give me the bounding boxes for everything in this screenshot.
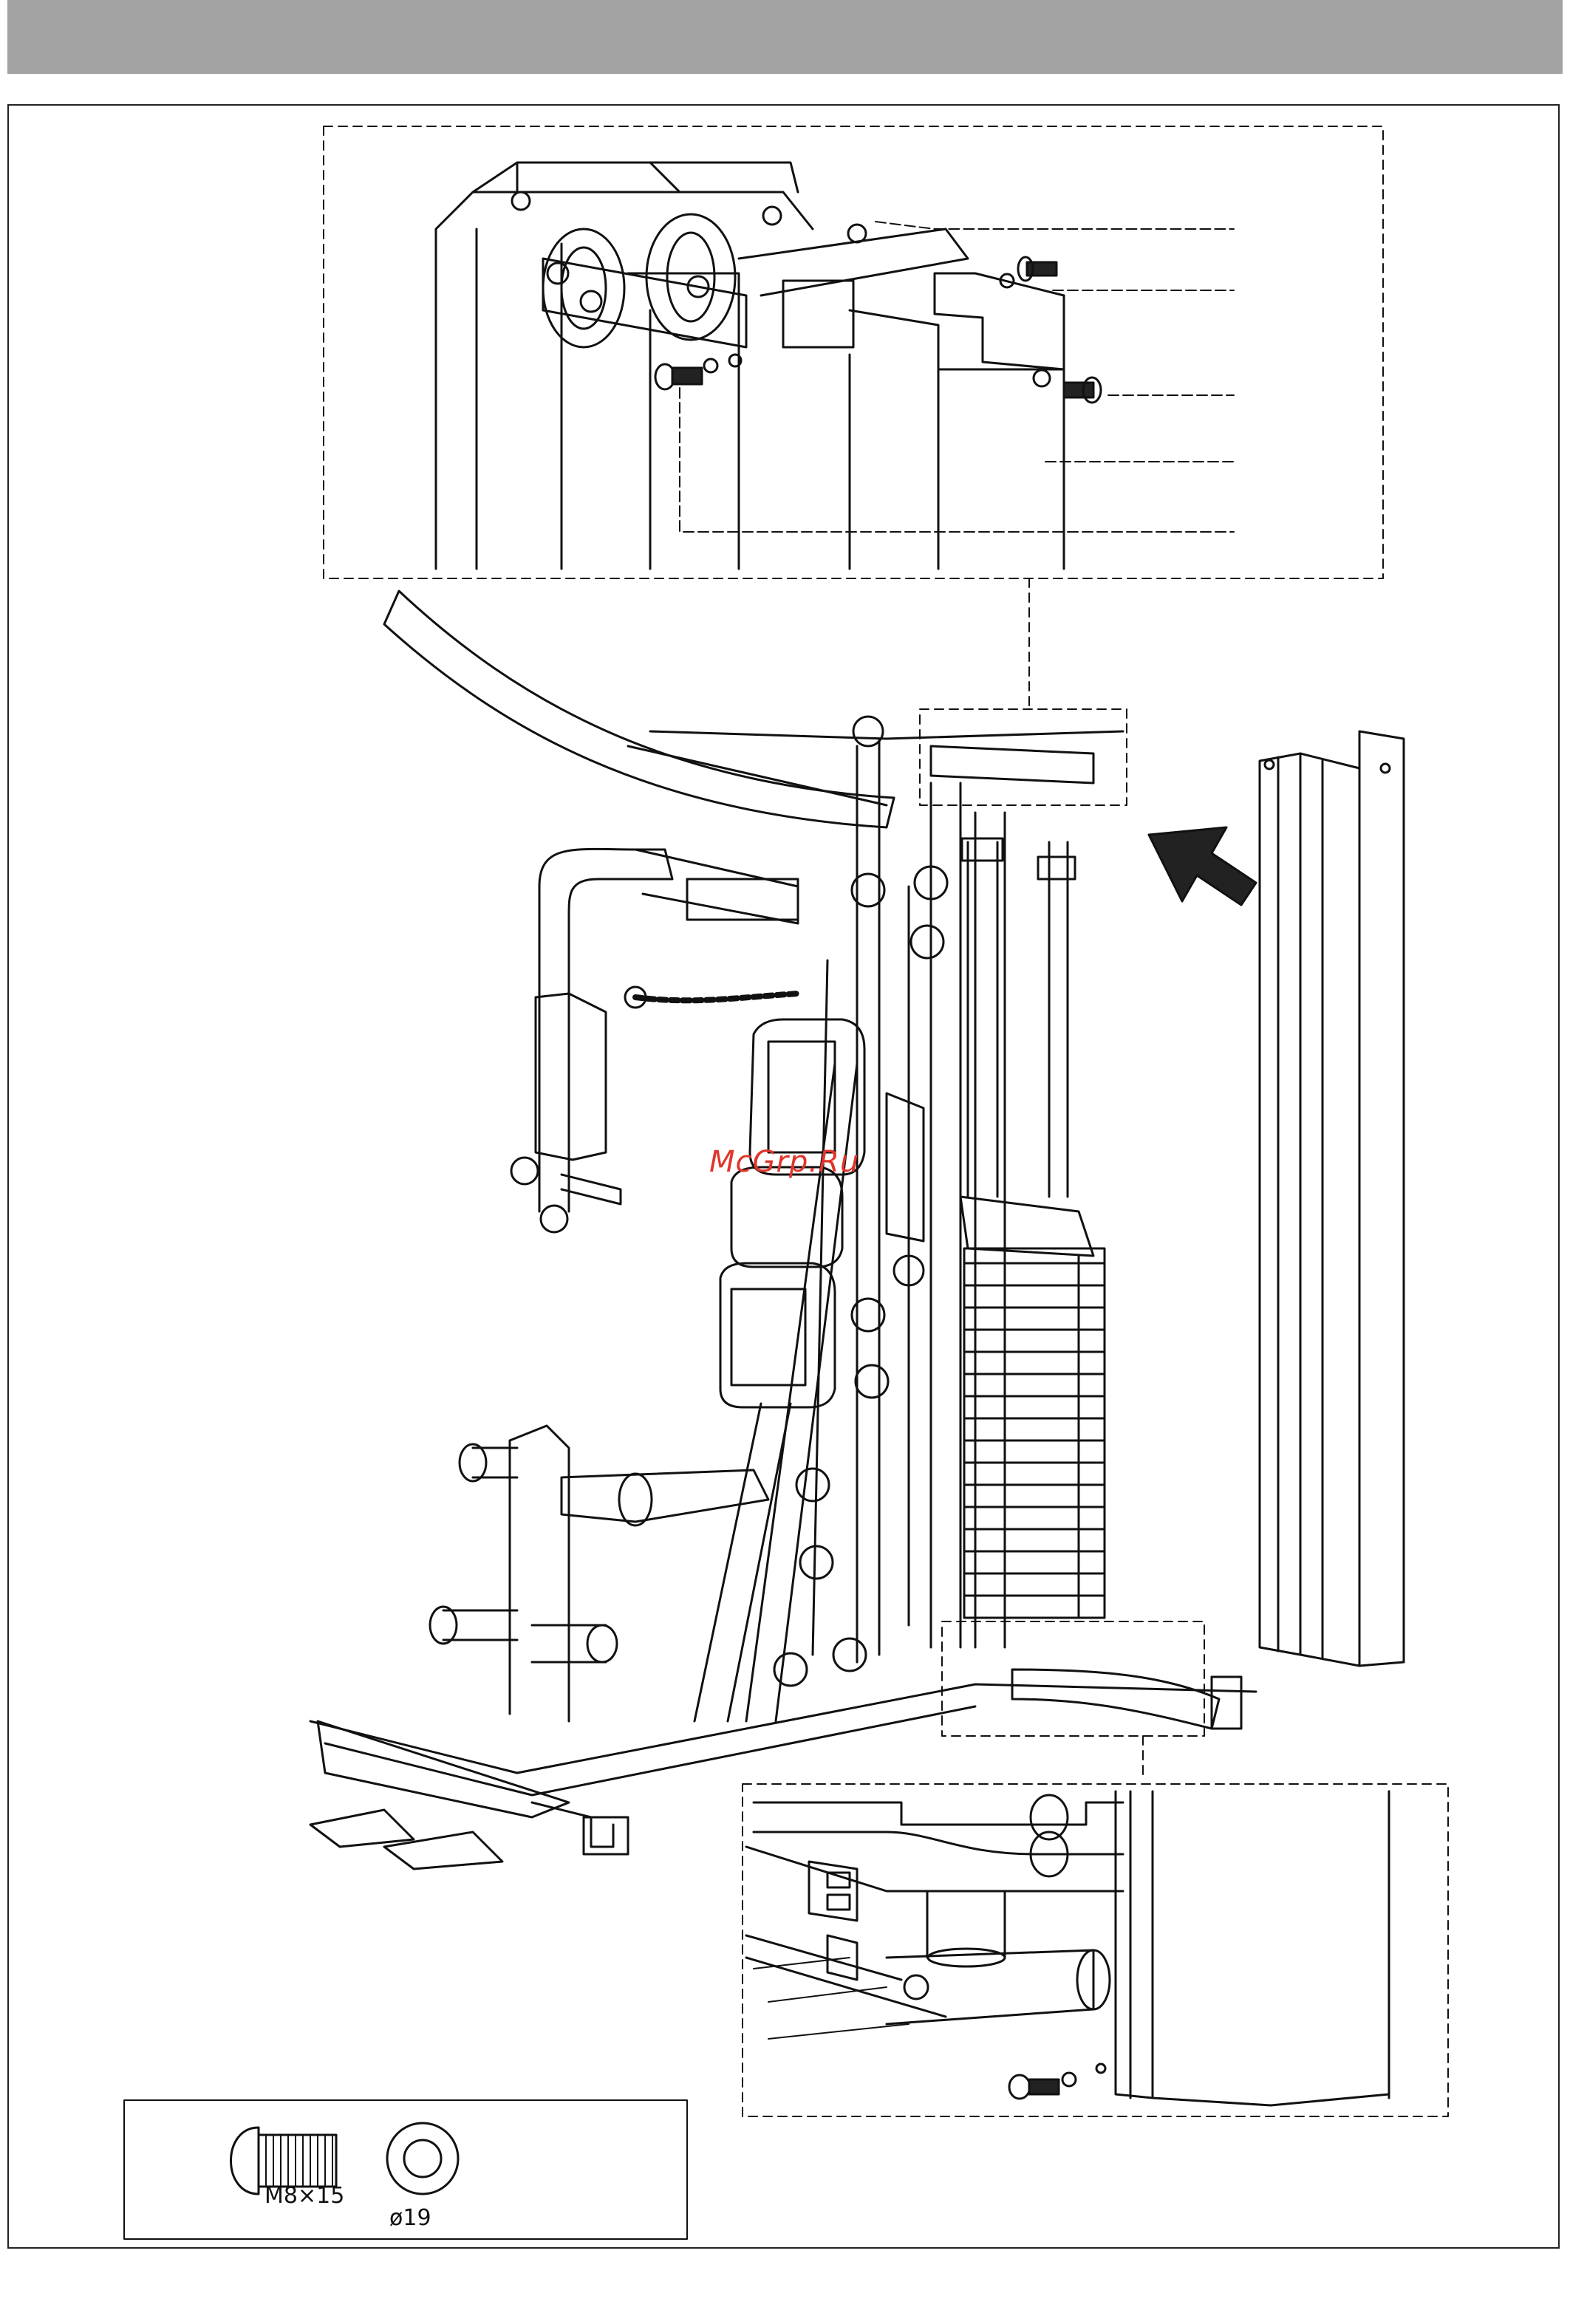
bolt-mid-right	[1034, 370, 1101, 403]
watermark: McGrp.Ru	[709, 1145, 859, 1179]
washer-size-label: ø19	[389, 2205, 431, 2231]
side-cover-panel	[1260, 731, 1404, 1666]
home-gym-machine	[310, 591, 1256, 1869]
washer-19-icon	[387, 2123, 458, 2194]
direction-arrow-icon	[1149, 827, 1256, 905]
weight-stack	[960, 1197, 1105, 1618]
bolt-size-label: M8×15	[264, 2183, 344, 2209]
top-detail-view	[324, 126, 1383, 578]
leader-lines	[680, 222, 1234, 532]
detail-marker-top	[920, 709, 1127, 805]
bolt-left	[655, 355, 741, 389]
back-pads	[720, 1019, 864, 1407]
detail-marker-bottom	[942, 1621, 1204, 1736]
bottom-detail-view	[743, 1784, 1448, 2116]
